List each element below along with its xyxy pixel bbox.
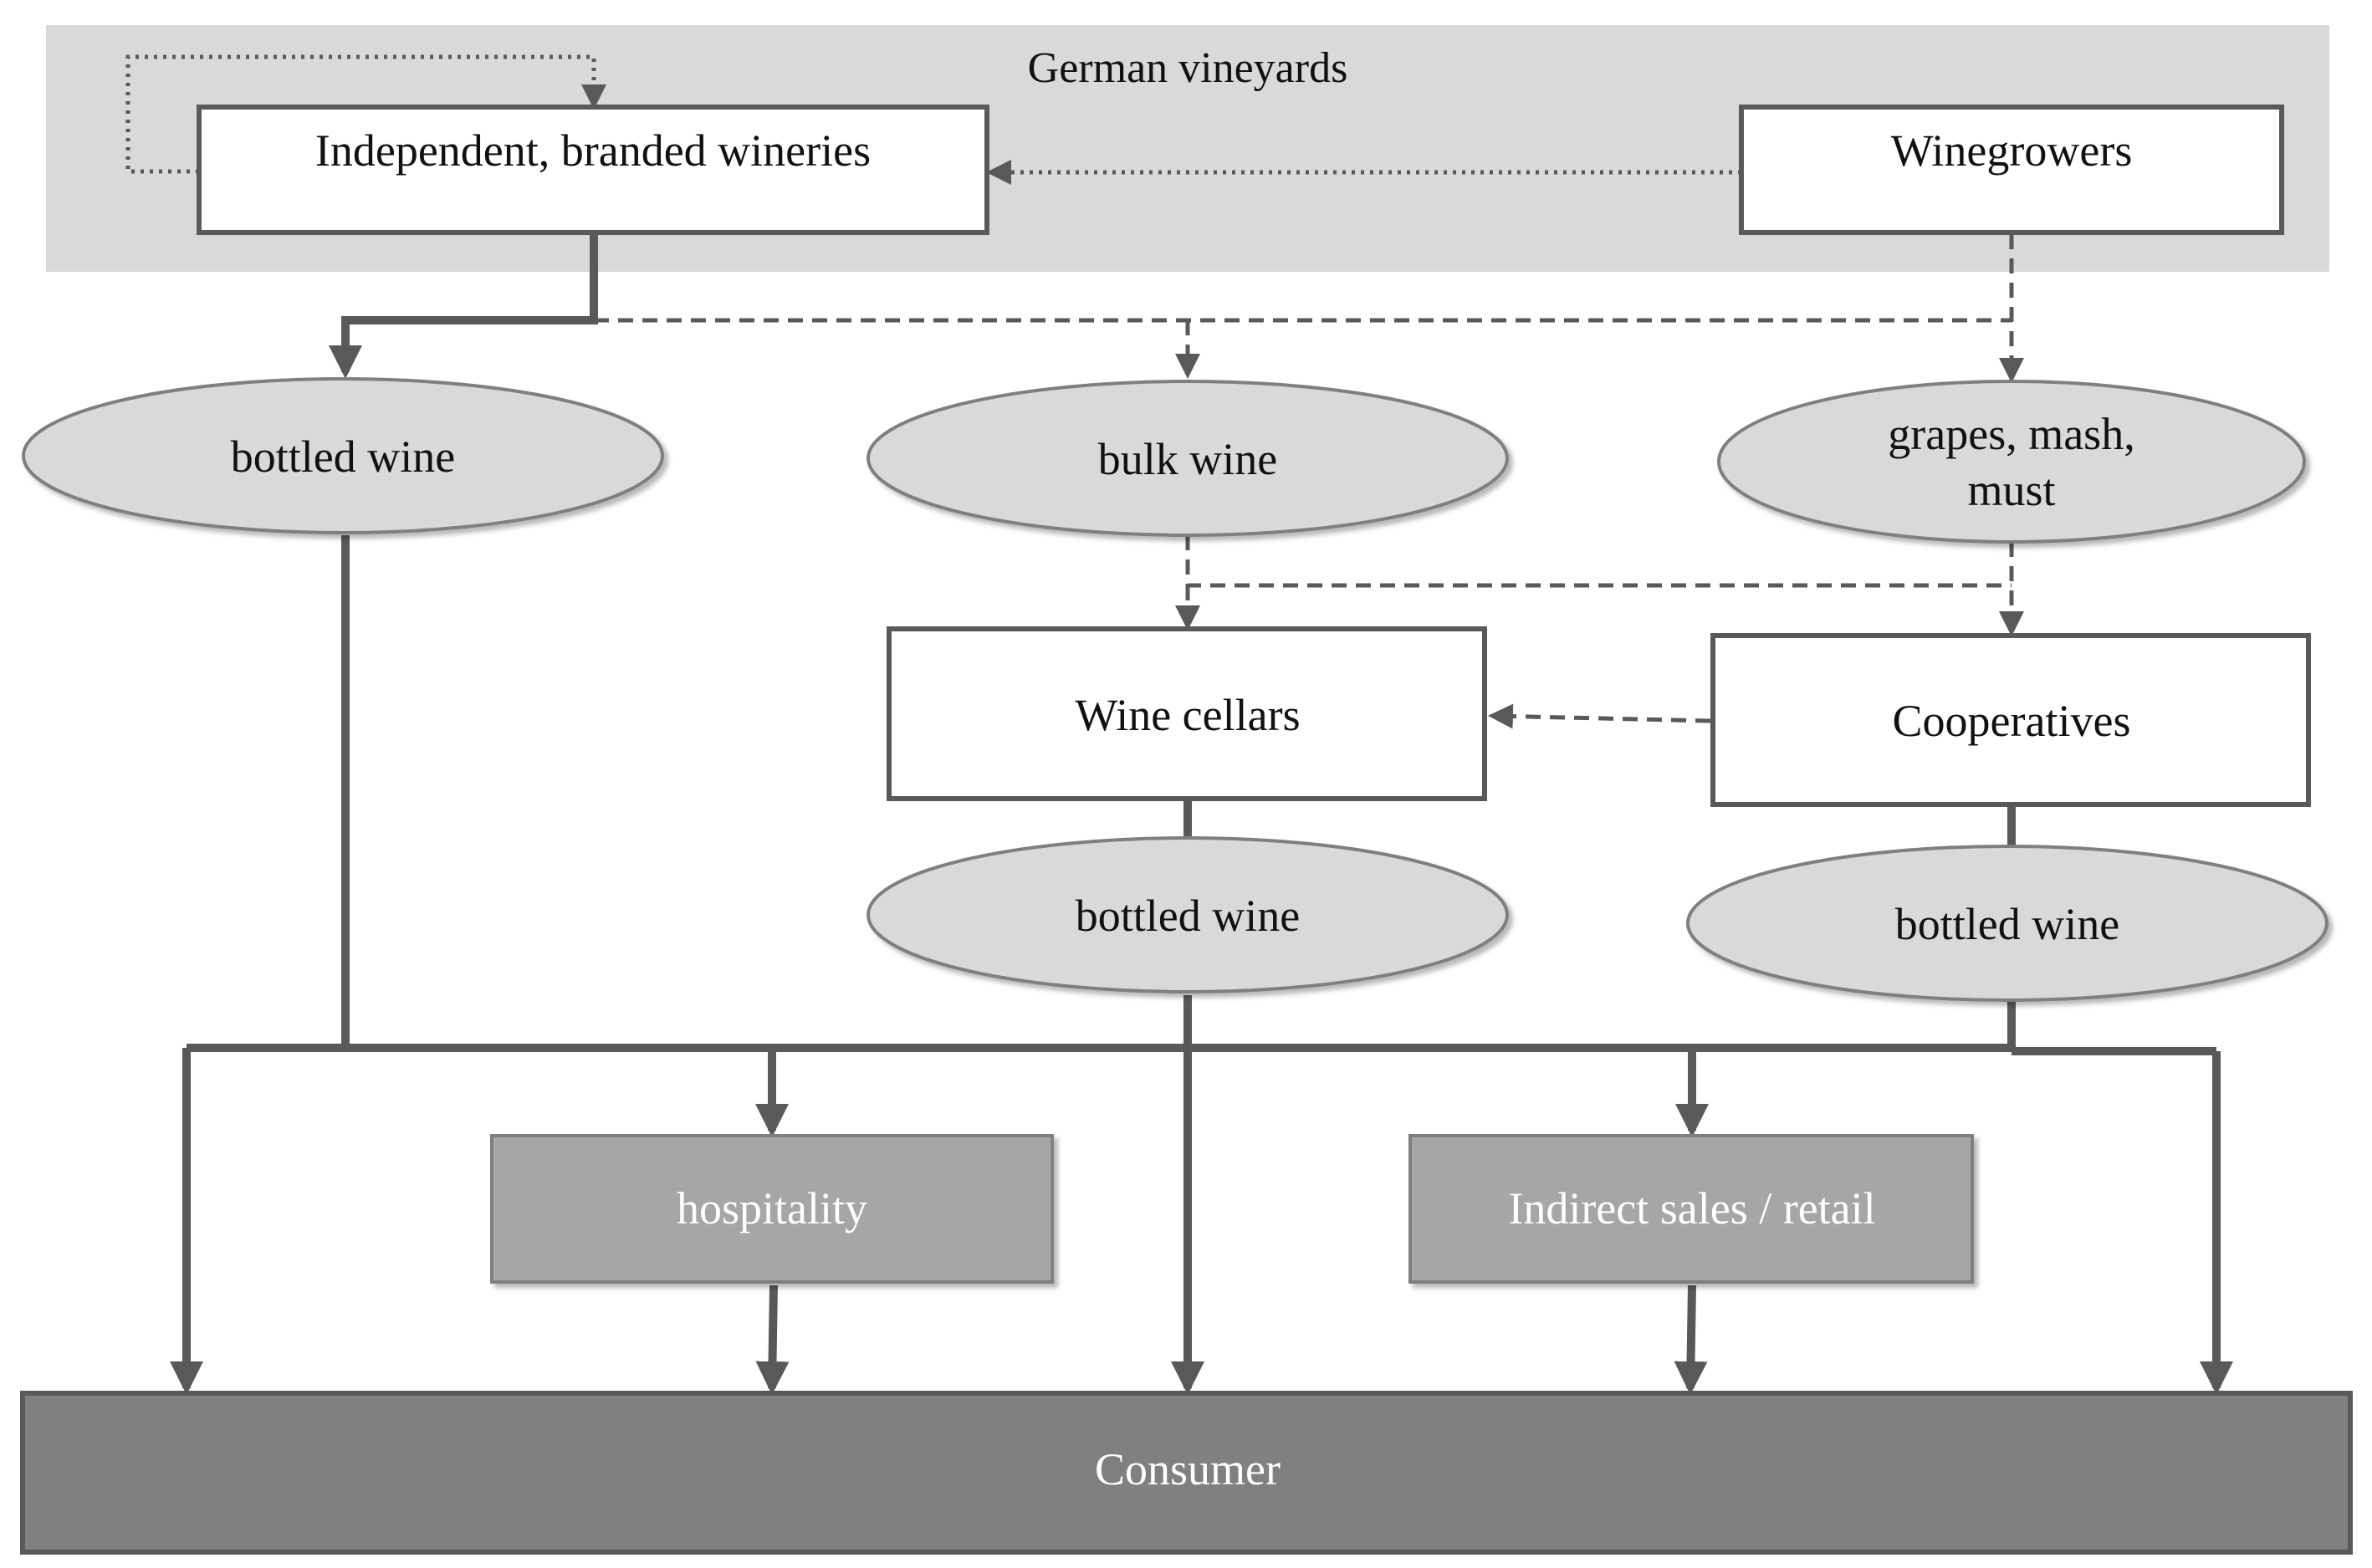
german-vineyards-label: German vineyards [1028,44,1348,92]
consumer-label: Consumer [1095,1444,1281,1494]
bottled-wine-left-label: bottled wine [231,432,455,482]
bottled-wine-coops-label: bottled wine [1895,899,2119,949]
independent-wineries-node: Independent, branded wineries [197,105,989,235]
cooperatives-label: Cooperatives [1893,696,2131,746]
bottled-wine-cellars-node: bottled wine [866,836,1509,993]
self-loop-arrow [125,54,606,174]
independent-wineries-label: Independent, branded wineries [315,125,871,176]
bottled-wine-cellars-label: bottled wine [1076,891,1300,941]
wineries-to-bottled-wine-arrow [329,234,598,379]
cooperatives-to-cellars-arrow [1488,703,1711,729]
bulk-wine-label: bulk wine [1098,434,1277,484]
bottled-wine-coops-node: bottled wine [1686,845,2329,1002]
indirect-sales-label: Indirect sales / retail [1508,1183,1875,1233]
consumer-node: Consumer [20,1391,2353,1555]
winegrowers-label: Winegrowers [1891,125,2133,176]
grapes-label-line1: grapes, mash, [1888,409,2134,459]
hospitality-node: hospitality [490,1134,1054,1284]
wine-cellars-node: Wine cellars [887,626,1487,801]
grapes-mash-must-node: grapes, mash, must [1717,380,2306,544]
indirect-sales-node: Indirect sales / retail [1408,1134,1974,1284]
bulk-wine-node: bulk wine [866,380,1509,537]
bulk-to-cellars-dashed [1185,535,2012,588]
hospitality-to-consumer-arrow [755,1285,790,1395]
indirect-sales-to-consumer-arrow [1674,1285,1708,1395]
bottled-wine-left-node: bottled wine [22,377,664,534]
cooperatives-node: Cooperatives [1710,633,2311,807]
grapes-label-line2: must [1967,465,2055,515]
hospitality-label: hospitality [677,1183,867,1233]
wine-cellars-label: Wine cellars [1075,690,1300,740]
winegrowers-node: Winegrowers [1739,105,2284,235]
